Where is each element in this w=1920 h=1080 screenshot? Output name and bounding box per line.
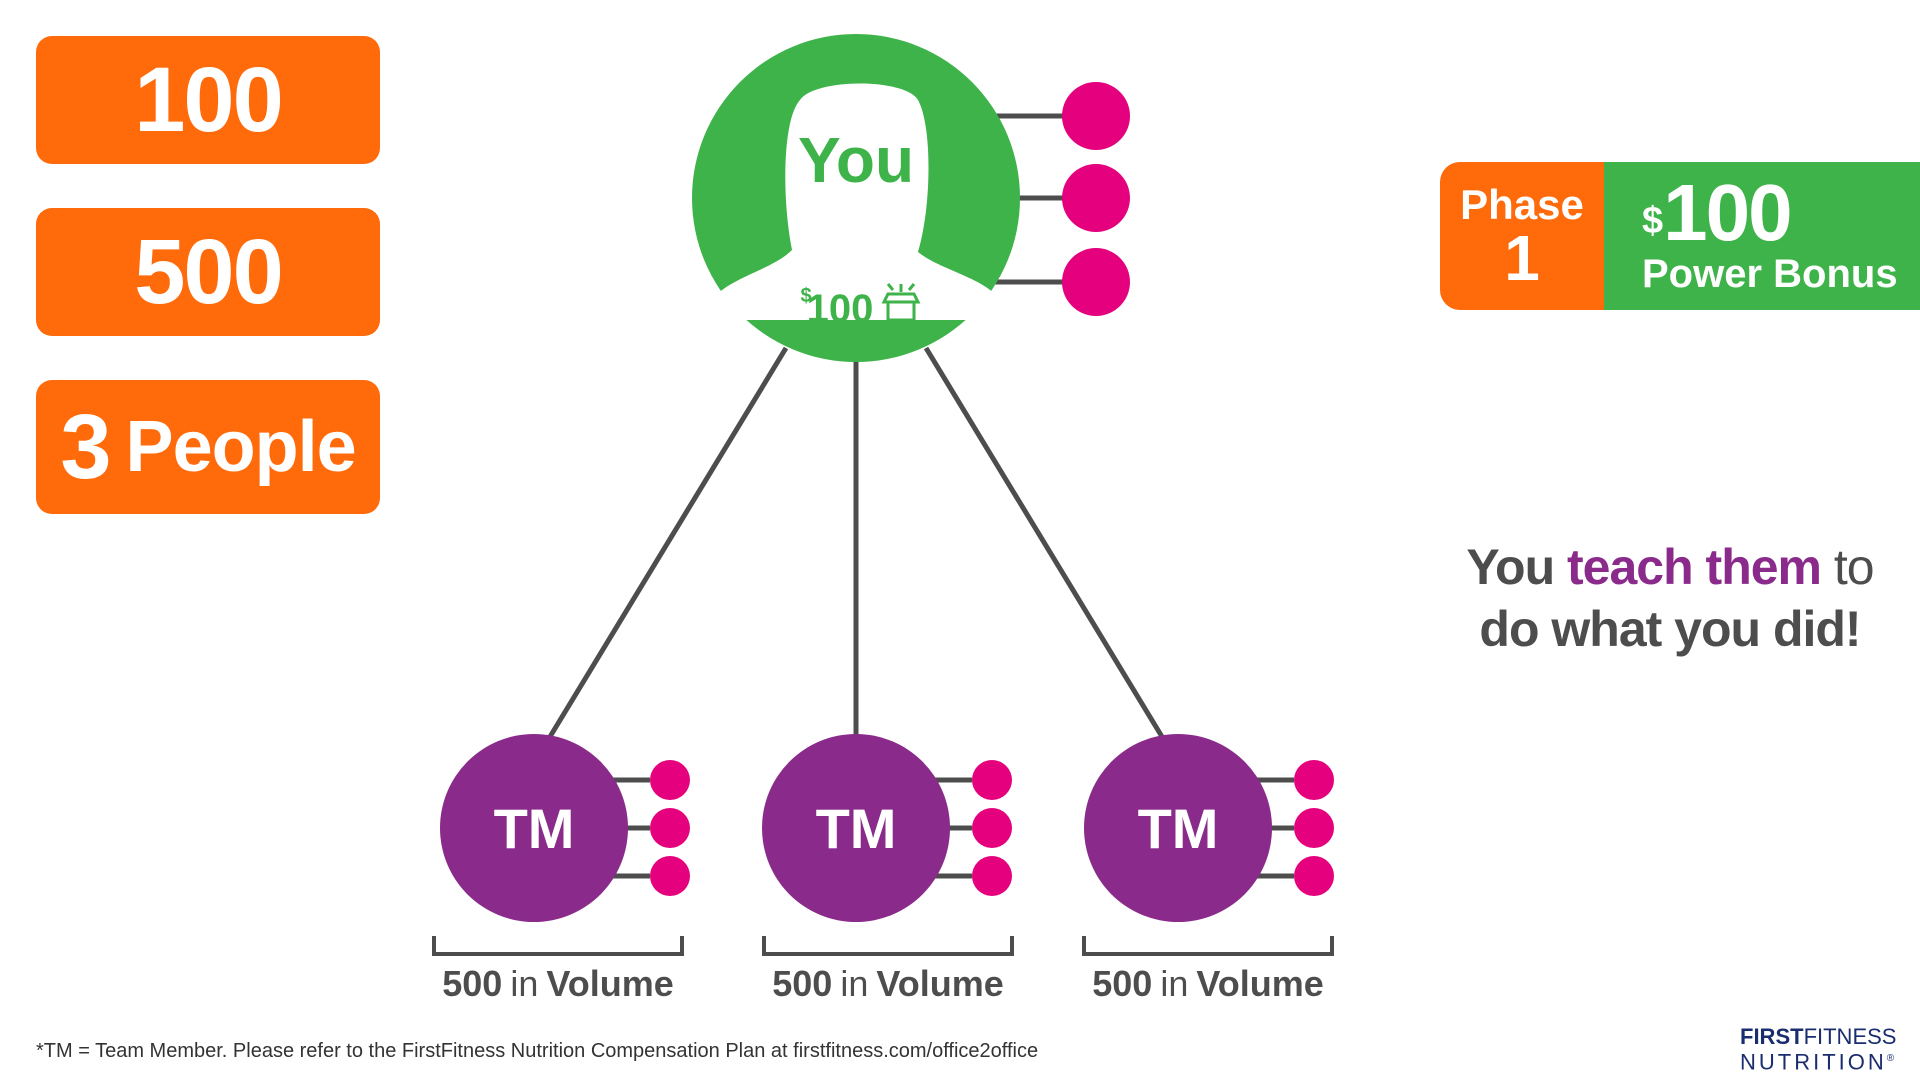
root-customer-links: [990, 82, 1130, 316]
customer-dot: [1062, 82, 1130, 150]
power-bonus-amount: $100: [1642, 173, 1920, 253]
tagline-part1: You: [1466, 539, 1555, 595]
team-member-label: TM: [494, 797, 575, 860]
tagline: You teach them to do what you did!: [1460, 536, 1880, 660]
power-bonus-label: Power Bonus: [1642, 252, 1898, 296]
stat-value-100: 100: [134, 48, 283, 151]
volume-word: Volume: [876, 963, 1003, 1004]
root-bonus-amount: 100: [807, 287, 874, 331]
stat-value-500: 500: [134, 220, 283, 323]
team-member-label: TM: [1138, 797, 1219, 860]
stat-people-word: People: [125, 407, 357, 487]
stat-people-number: 3: [60, 395, 111, 498]
tagline-line2: do what you did!: [1479, 601, 1861, 657]
power-bonus-dollar: $: [1642, 200, 1663, 242]
person-silhouette-icon: [712, 83, 1000, 320]
root-node-you: You $ 100: [692, 34, 1020, 362]
customer-dot: [650, 760, 690, 800]
volume-bracket: [1082, 936, 1334, 956]
connector-line-right: [923, 346, 1167, 742]
volume-in: in: [510, 963, 538, 1004]
phase-label-panel: Phase 1: [1440, 162, 1604, 310]
stat-box-100: 100: [36, 36, 380, 164]
footnote: *TM = Team Member. Please refer to the F…: [36, 1040, 1039, 1062]
customer-dot: [650, 856, 690, 896]
logo-first: FIRST: [1740, 1024, 1804, 1049]
logo-fitness: FITNESS: [1803, 1024, 1897, 1049]
firstfitness-nutrition-logo: FIRSTFITNESS NUTRITION®: [1740, 1024, 1896, 1075]
customer-dot: [972, 808, 1012, 848]
customer-dot: [1062, 164, 1130, 232]
customer-dot: [972, 760, 1012, 800]
customer-dot: [972, 856, 1012, 896]
stat-box-people: 3 People: [36, 380, 380, 514]
tagline-part2: to: [1833, 539, 1875, 595]
team-member-label: TM: [816, 797, 897, 860]
volume-number: 500: [1092, 963, 1152, 1004]
customer-dot: [1294, 808, 1334, 848]
volume-word: Volume: [1196, 963, 1323, 1004]
volume-bracket: [432, 936, 684, 956]
volume-number: 500: [772, 963, 832, 1004]
connector-line-left: [545, 346, 789, 742]
volume-bracket: [762, 936, 1014, 956]
stat-box-500: 500: [36, 208, 380, 336]
tagline-highlight: teach them: [1567, 539, 1822, 595]
customer-dot: [1062, 248, 1130, 316]
gift-box-icon: [881, 283, 921, 322]
volume-in: in: [1160, 963, 1188, 1004]
phase-bonus-box: Phase 1 $100 Power Bonus: [1440, 162, 1920, 310]
customer-dot: [1294, 856, 1334, 896]
customer-dot: [1294, 760, 1334, 800]
power-bonus-value: 100: [1663, 168, 1792, 257]
customer-dot: [650, 808, 690, 848]
tree-connectors: [545, 346, 1167, 742]
logo-nutrition: NUTRITION: [1740, 1049, 1887, 1075]
power-bonus-panel: $100 Power Bonus: [1604, 162, 1920, 310]
logo-registered: ®: [1886, 1053, 1895, 1064]
phase-number: 1: [1504, 222, 1540, 294]
root-bonus-dollar: $: [800, 285, 811, 307]
root-node-label: You: [798, 124, 914, 196]
volume-word: Volume: [546, 963, 673, 1004]
phase-label: Phase: [1460, 181, 1584, 228]
volume-in: in: [840, 963, 868, 1004]
volume-number: 500: [442, 963, 502, 1004]
